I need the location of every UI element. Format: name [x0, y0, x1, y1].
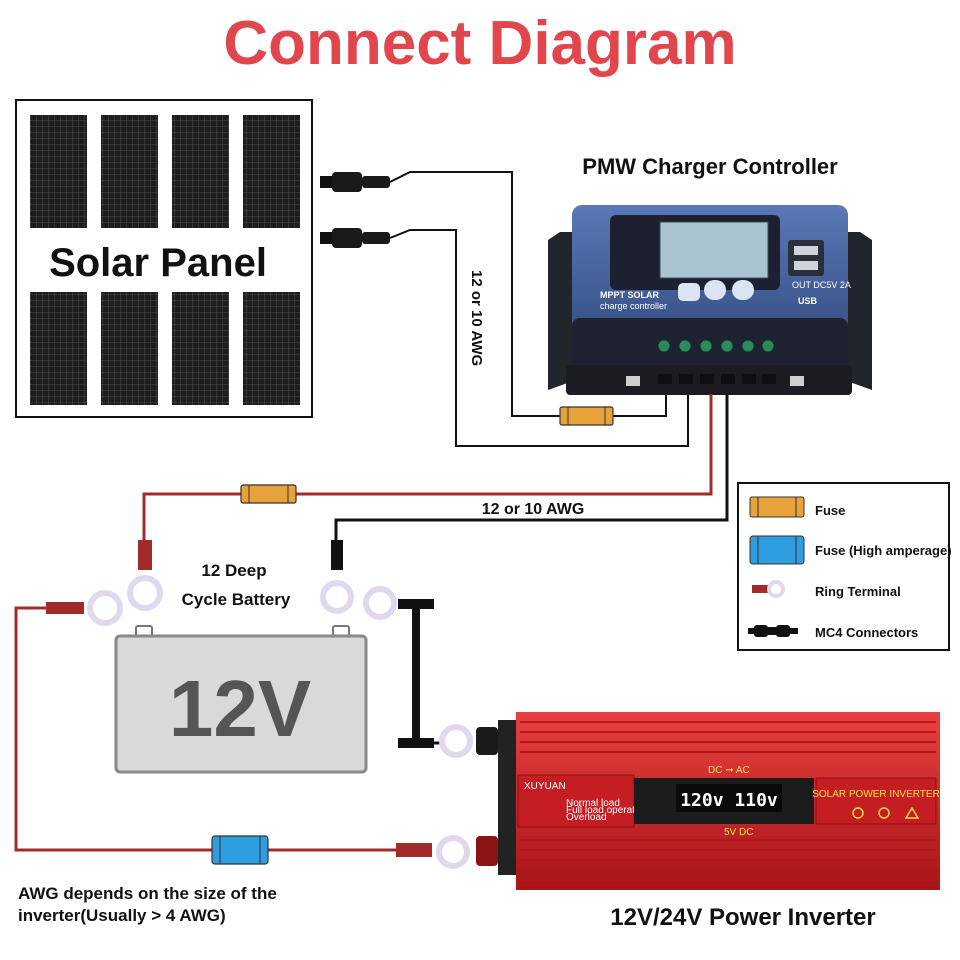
- controller-brand-line2: charge controller: [600, 301, 667, 311]
- fuse-icon: [559, 406, 614, 426]
- inverter-fins: [520, 721, 936, 881]
- charge-controller: MPPT SOLAR charge controller OUT DC5V 2A…: [548, 205, 872, 395]
- battery: 12V: [114, 625, 368, 774]
- note-line1: AWG depends on the size of the: [18, 884, 277, 903]
- fuse-icon: [240, 484, 297, 504]
- inverter-usb-text: 5V DC: [724, 827, 753, 838]
- note-line2: inverter(Usually > 4 AWG): [18, 906, 226, 925]
- diagram-title: Connect Diagram: [223, 9, 736, 78]
- bus-bar: [398, 599, 445, 748]
- inverter-positive-wire: [14, 606, 396, 852]
- inverter-status-overload: Overload: [566, 812, 607, 823]
- solar-cells-top: [30, 115, 300, 228]
- fuse-high-amp-icon: [749, 535, 805, 565]
- ring-terminal-icon: [752, 580, 785, 598]
- fuse-high-amp-icon: [211, 835, 269, 865]
- inverter-brand: XUYUAN: [524, 781, 566, 792]
- inverter-panel-text: SOLAR POWER INVERTER: [812, 789, 940, 800]
- controller-buttons: [678, 280, 754, 301]
- inverter-caption: 12V/24V Power Inverter: [610, 904, 875, 931]
- vertical-wire-label: 12 or 10 AWG: [468, 270, 485, 366]
- horizontal-wire-label: 12 or 10 AWG: [482, 501, 585, 518]
- controller-brand-line1: MPPT SOLAR: [600, 290, 660, 300]
- legend-mc4-label: MC4 Connectors: [815, 625, 918, 640]
- controller-terminal-screws: [657, 339, 775, 353]
- controller-usb-logo: USB: [798, 296, 818, 306]
- ring-terminal-icon: [436, 724, 473, 869]
- solar-cells-bottom: [30, 292, 300, 405]
- ring-terminal-icon: [46, 540, 397, 626]
- legend-fuse-label: Fuse: [815, 503, 845, 518]
- controller-title: PMW Charger Controller: [582, 154, 838, 179]
- inverter-status-full: Full load operation: [566, 805, 648, 816]
- controller-usb-label: OUT DC5V 2A: [792, 280, 851, 290]
- inverter-status-normal: Normal load: [566, 798, 620, 809]
- legend-fuse-high-label: Fuse (High amperage): [815, 543, 952, 558]
- fuse-icon: [749, 496, 805, 518]
- panel-wires: [389, 171, 689, 447]
- controller-terminal-slots: [658, 374, 776, 384]
- battery-wires: [142, 394, 729, 540]
- legend-ring-terminal-label: Ring Terminal: [815, 584, 901, 599]
- solar-panel-label: Solar Panel: [49, 241, 267, 285]
- mc4-connector-icon: [320, 172, 390, 248]
- ring-terminal-crimp: [396, 843, 432, 857]
- battery-label-line1: 12 Deep: [201, 561, 266, 580]
- inverter-cert-icons: [852, 806, 920, 819]
- inverter-dc-ac-label: DC ➞ AC: [708, 765, 750, 776]
- inverter-positive-terminal: [476, 836, 498, 866]
- battery-voltage: 12V: [169, 664, 311, 753]
- inverter-negative-terminal: [476, 727, 498, 755]
- solar-panel: Solar Panel: [15, 99, 313, 418]
- power-inverter: XUYUAN Normal load Full load operation O…: [476, 712, 940, 890]
- legend: Fuse Fuse (High amperage) Ring Terminal …: [737, 482, 952, 651]
- battery-label-line2: Cycle Battery: [182, 590, 291, 609]
- mc4-connector-icon: [748, 625, 798, 637]
- inverter-lcd-value: 120v 110v: [680, 790, 778, 811]
